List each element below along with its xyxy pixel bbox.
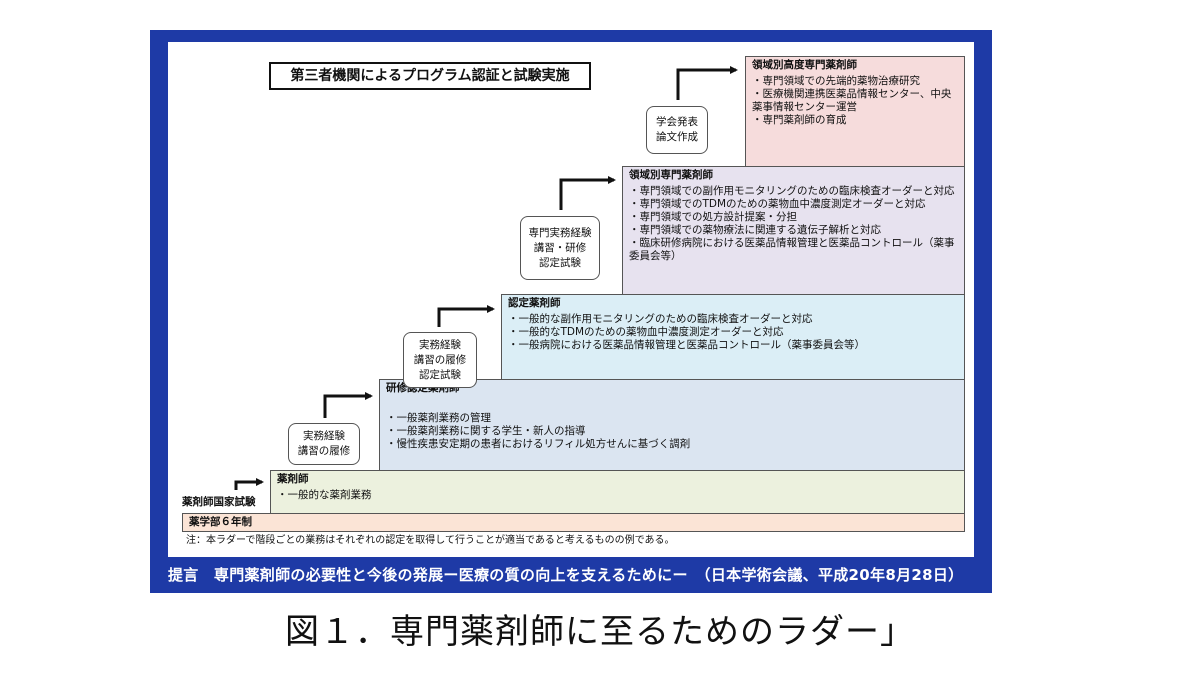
ladder-diagram: 第三者機関によるプログラム認証と試験実施 領域別高度専門薬剤師 ・専門領域での先… [168, 42, 974, 557]
step-item: ・専門領域での薬物療法に関連する遺伝子解析と対応 [629, 224, 881, 236]
step-heading: 認定薬剤師 [508, 297, 561, 309]
requirement-label-certified: 実務経験 講習の履修 認定試験 [403, 332, 477, 388]
arrow-icon [559, 176, 616, 210]
step-item: ・一般薬剤業務に関する学生・新人の指導 [386, 425, 586, 437]
requirement-line: 専門実務経験 [528, 226, 592, 239]
requirement-label-training: 実務経験 講習の履修 [288, 423, 360, 465]
step-item: ・専門領域での処方設計提案・分担 [629, 211, 797, 223]
arrow-icon [323, 392, 373, 418]
step-item: ・一般的な薬剤業務 [277, 489, 372, 501]
step-item: ・専門領域でのTDMのための薬物血中濃度測定オーダーと対応 [629, 198, 926, 210]
diagram-title-box: 第三者機関によるプログラム認証と試験実施 [269, 62, 591, 90]
step-specialist-pharmacist: 領域別専門薬剤師 ・専門領域での副作用モニタリングのための臨床検査オーダーと対応… [622, 166, 965, 295]
step-item: ・一般病院における医薬品情報管理と医薬品コントロール（薬事委員会等） [508, 339, 865, 351]
requirement-line: 実務経験 [303, 430, 345, 442]
footnote: 注：本ラダーで階段ごとの業務はそれぞれの認定を取得して行うことが適当であると考え… [186, 535, 675, 546]
source-citation: 提言 専門薬剤師の必要性と今後の発展ー医療の質の向上を支えるためにー （日本学術… [168, 566, 964, 584]
requirement-line: 認定試験 [539, 256, 581, 269]
step-item: ・専門領域での副作用モニタリングのための臨床検査オーダーと対応 [629, 185, 955, 197]
step-training-certified-pharmacist: 研修認定薬剤師 ・一般薬剤業務の管理 ・一般薬剤業務に関する学生・新人の指導 ・… [379, 379, 965, 471]
requirement-line: 学会発表 [656, 116, 698, 128]
requirement-label-national-exam: 薬剤師国家試験 [182, 496, 256, 508]
figure-caption: 図１．専門薬剤師に至るためのラダー」 [285, 612, 915, 652]
requirement-label-specialist: 専門実務経験 講習・研修 認定試験 [520, 216, 600, 280]
step-pharmacist: 薬剤師 ・一般的な薬剤業務 [270, 470, 965, 514]
step-item: ・一般薬剤業務の管理 [386, 412, 491, 424]
step-item: ・一般的なTDMのための薬物血中濃度測定オーダーと対応 [508, 326, 784, 338]
step-item: ・専門薬剤師の育成 [752, 114, 847, 126]
step-item: ・臨床研修病院における医薬品情報管理と医薬品コントロール（薬事委員会等） [629, 237, 955, 262]
step-advanced-specialist-pharmacist: 領域別高度専門薬剤師 ・専門領域での先端的薬物治療研究 ・医療機関連携医薬品情報… [745, 56, 965, 167]
arrow-icon [437, 305, 495, 327]
requirement-line: 認定試験 [419, 368, 461, 381]
requirement-line: 講習の履修 [413, 353, 467, 366]
requirement-line: 講習の履修 [297, 445, 351, 457]
requirement-label-presentation: 学会発表 論文作成 [646, 106, 708, 154]
requirement-line: 論文作成 [656, 131, 698, 143]
step-item: ・慢性疾患安定期の患者におけるリフィル処方せんに基づく調剤 [386, 438, 691, 450]
step-certified-pharmacist: 認定薬剤師 ・一般的な副作用モニタリングのための臨床検査オーダーと対応 ・一般的… [501, 294, 965, 380]
step-pharmacy-school: 薬学部６年制 [182, 513, 965, 532]
step-heading: 領域別高度専門薬剤師 [752, 59, 857, 71]
requirement-line: 講習・研修 [533, 241, 587, 254]
arrow-icon [234, 478, 264, 490]
step-item: ・医療機関連携医薬品情報センター、中央薬事情報センター運営 [752, 88, 952, 113]
step-item: ・一般的な副作用モニタリングのための臨床検査オーダーと対応 [508, 313, 813, 325]
requirement-line: 実務経験 [419, 338, 461, 351]
step-heading: 薬剤師 [277, 473, 309, 485]
step-item: ・専門領域での先端的薬物治療研究 [752, 75, 920, 87]
step-heading: 領域別専門薬剤師 [629, 169, 713, 181]
ladder-figure-frame: 第三者機関によるプログラム認証と試験実施 領域別高度専門薬剤師 ・専門領域での先… [150, 30, 992, 593]
arrow-icon [676, 66, 738, 100]
